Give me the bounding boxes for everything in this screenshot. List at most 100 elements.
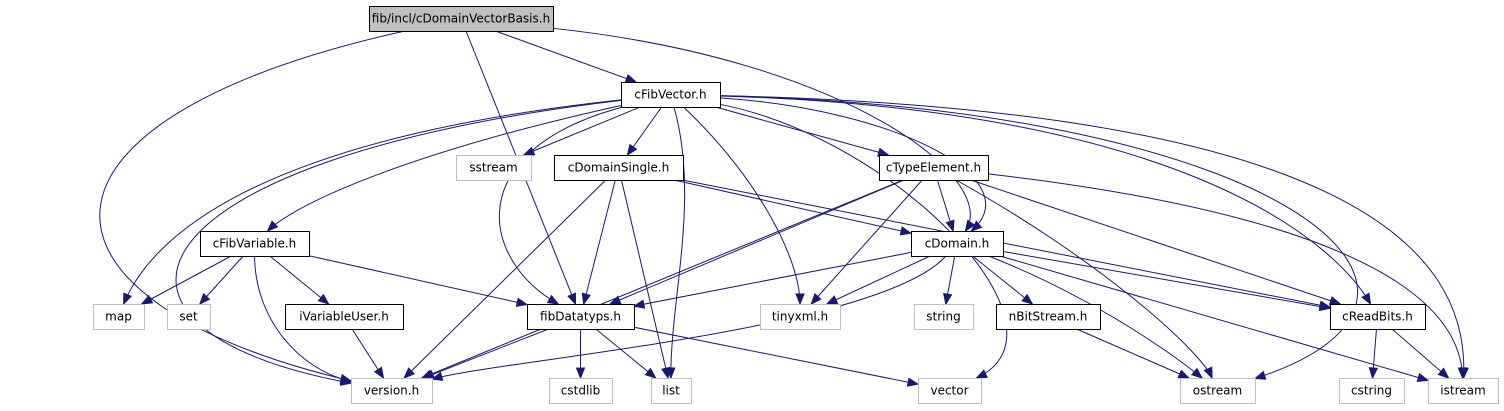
arrowhead-icon xyxy=(945,219,955,233)
arrowhead-icon xyxy=(825,295,839,305)
node-vector: vector xyxy=(918,378,982,404)
edge-line xyxy=(674,179,912,234)
arrowhead-icon xyxy=(608,295,622,305)
node-box xyxy=(456,155,532,181)
edge-line xyxy=(633,326,919,385)
arrowhead-icon xyxy=(546,294,560,305)
edge-cTypeElement-to-tinyxml xyxy=(810,179,923,306)
node-box xyxy=(914,304,974,330)
edge-line xyxy=(987,173,1464,379)
edge-line xyxy=(99,30,405,382)
node-box xyxy=(549,378,613,404)
node-nBitStream[interactable]: nBitStream.h xyxy=(996,304,1101,330)
edge-line xyxy=(609,179,905,305)
edge-iVariableUser-to-version xyxy=(351,328,385,380)
edge-nBitStream-to-ostream xyxy=(1076,328,1191,379)
node-ostream: ostream xyxy=(1180,378,1256,404)
arrowhead-icon xyxy=(970,220,983,232)
edge-cTypeElement-to-version xyxy=(420,179,904,379)
node-label: nBitStream.h xyxy=(1009,310,1088,324)
node-box xyxy=(527,304,635,330)
edge-line xyxy=(683,106,801,305)
arrowhead-icon xyxy=(632,299,646,309)
node-fibDatatyps[interactable]: fibDatatyps.h xyxy=(527,304,635,330)
node-version: version.h xyxy=(351,378,433,404)
arrowhead-icon xyxy=(1203,366,1213,380)
edge-cFibVector-to-cDomain xyxy=(719,97,986,232)
node-istream: istream xyxy=(1428,378,1499,404)
node-cReadBits[interactable]: cReadBits.h xyxy=(1330,304,1426,330)
edge-line xyxy=(826,255,931,305)
node-label: set xyxy=(179,310,198,324)
node-cTypeElement[interactable]: cTypeElement.h xyxy=(879,155,989,181)
node-string: string xyxy=(914,304,974,330)
edge-cTypeElement-to-istream xyxy=(987,173,1468,380)
edge-cTypeElement-to-fibDatatyps xyxy=(608,179,905,305)
arrowhead-icon xyxy=(1190,367,1204,379)
edge-line xyxy=(670,106,686,379)
nodes-layer: fib/incl/cDomainVectorBasis.h cFibVector.… xyxy=(93,6,1499,404)
arrowhead-icon xyxy=(266,220,279,232)
node-cDomain[interactable]: cDomain.h xyxy=(911,231,1004,257)
edge-cDomainSingle-to-cDomain xyxy=(674,179,913,236)
node-label: fib/incl/cDomainVectorBasis.h xyxy=(372,12,550,26)
node-label: map xyxy=(105,310,132,324)
arrowhead-icon xyxy=(198,293,211,305)
arrowhead-icon xyxy=(575,367,586,380)
edge-line xyxy=(1002,250,1331,309)
arrowhead-icon xyxy=(1318,301,1332,312)
edge-cDomain-to-istream xyxy=(999,255,1430,382)
arrowhead-icon xyxy=(1416,372,1430,382)
edge-line xyxy=(620,179,669,379)
edge-cFibVector-to-cReadBits xyxy=(719,95,1372,306)
arrowhead-icon xyxy=(906,377,920,387)
node-label: cDomainSingle.h xyxy=(568,161,669,175)
edge-line xyxy=(269,255,329,305)
edge-line xyxy=(523,106,641,156)
edge-line xyxy=(421,179,904,379)
node-root[interactable]: fib/incl/cDomainVectorBasis.h xyxy=(369,6,554,32)
node-label: vector xyxy=(930,384,968,398)
node-label: ostream xyxy=(1193,384,1242,398)
node-cDomainSingle[interactable]: cDomainSingle.h xyxy=(554,155,684,181)
edge-line xyxy=(682,179,1331,308)
edge-cDomain-to-string xyxy=(943,255,956,306)
node-cFibVariable[interactable]: cFibVariable.h xyxy=(200,231,310,257)
arrowhead-icon xyxy=(1177,369,1191,379)
node-label: istream xyxy=(1440,384,1485,398)
edge-cDomainSingle-to-cReadBits xyxy=(682,179,1332,310)
edge-line xyxy=(175,99,622,384)
arrowhead-icon xyxy=(644,367,657,379)
edge-cFibVariable-to-map xyxy=(140,255,232,305)
node-tinyxml: tinyxml.h xyxy=(760,304,841,330)
edge-line xyxy=(552,27,971,232)
edge-line xyxy=(988,255,1203,379)
arrowhead-icon xyxy=(1328,296,1342,306)
node-cFibVector[interactable]: cFibVector.h xyxy=(621,82,721,108)
edge-line xyxy=(719,95,1371,305)
edge-line xyxy=(999,255,1429,381)
edge-line xyxy=(972,255,1033,305)
edge-line xyxy=(254,255,352,382)
edge-fibDatatyps-to-list xyxy=(595,328,657,379)
node-map: map xyxy=(93,304,145,330)
edge-line xyxy=(199,255,244,305)
arrowhead-icon xyxy=(1368,367,1379,380)
edge-cTypeElement-to-cReadBits xyxy=(970,179,1342,306)
edge-cFibVariable-to-fibDatatyps xyxy=(308,255,529,307)
edge-cDomainSingle-to-version xyxy=(403,179,607,379)
edge-cFibVariable-to-iVariableUser xyxy=(269,255,330,305)
edge-line xyxy=(1391,328,1449,379)
arrowhead-icon xyxy=(373,366,385,380)
arrowhead-icon xyxy=(943,292,953,306)
node-iVariableUser[interactable]: iVariableUser.h xyxy=(285,304,404,330)
edge-cDomain-to-fibDatatyps xyxy=(632,251,912,309)
edge-cFibVector-to-fibDatatyps xyxy=(498,106,624,305)
node-box xyxy=(621,82,721,108)
arrowhead-icon xyxy=(1253,370,1267,380)
node-box xyxy=(1180,378,1256,404)
edges-layer xyxy=(99,27,1469,387)
edge-line xyxy=(141,255,232,305)
node-cstdlib: cstdlib xyxy=(549,378,613,404)
node-box xyxy=(760,304,841,330)
